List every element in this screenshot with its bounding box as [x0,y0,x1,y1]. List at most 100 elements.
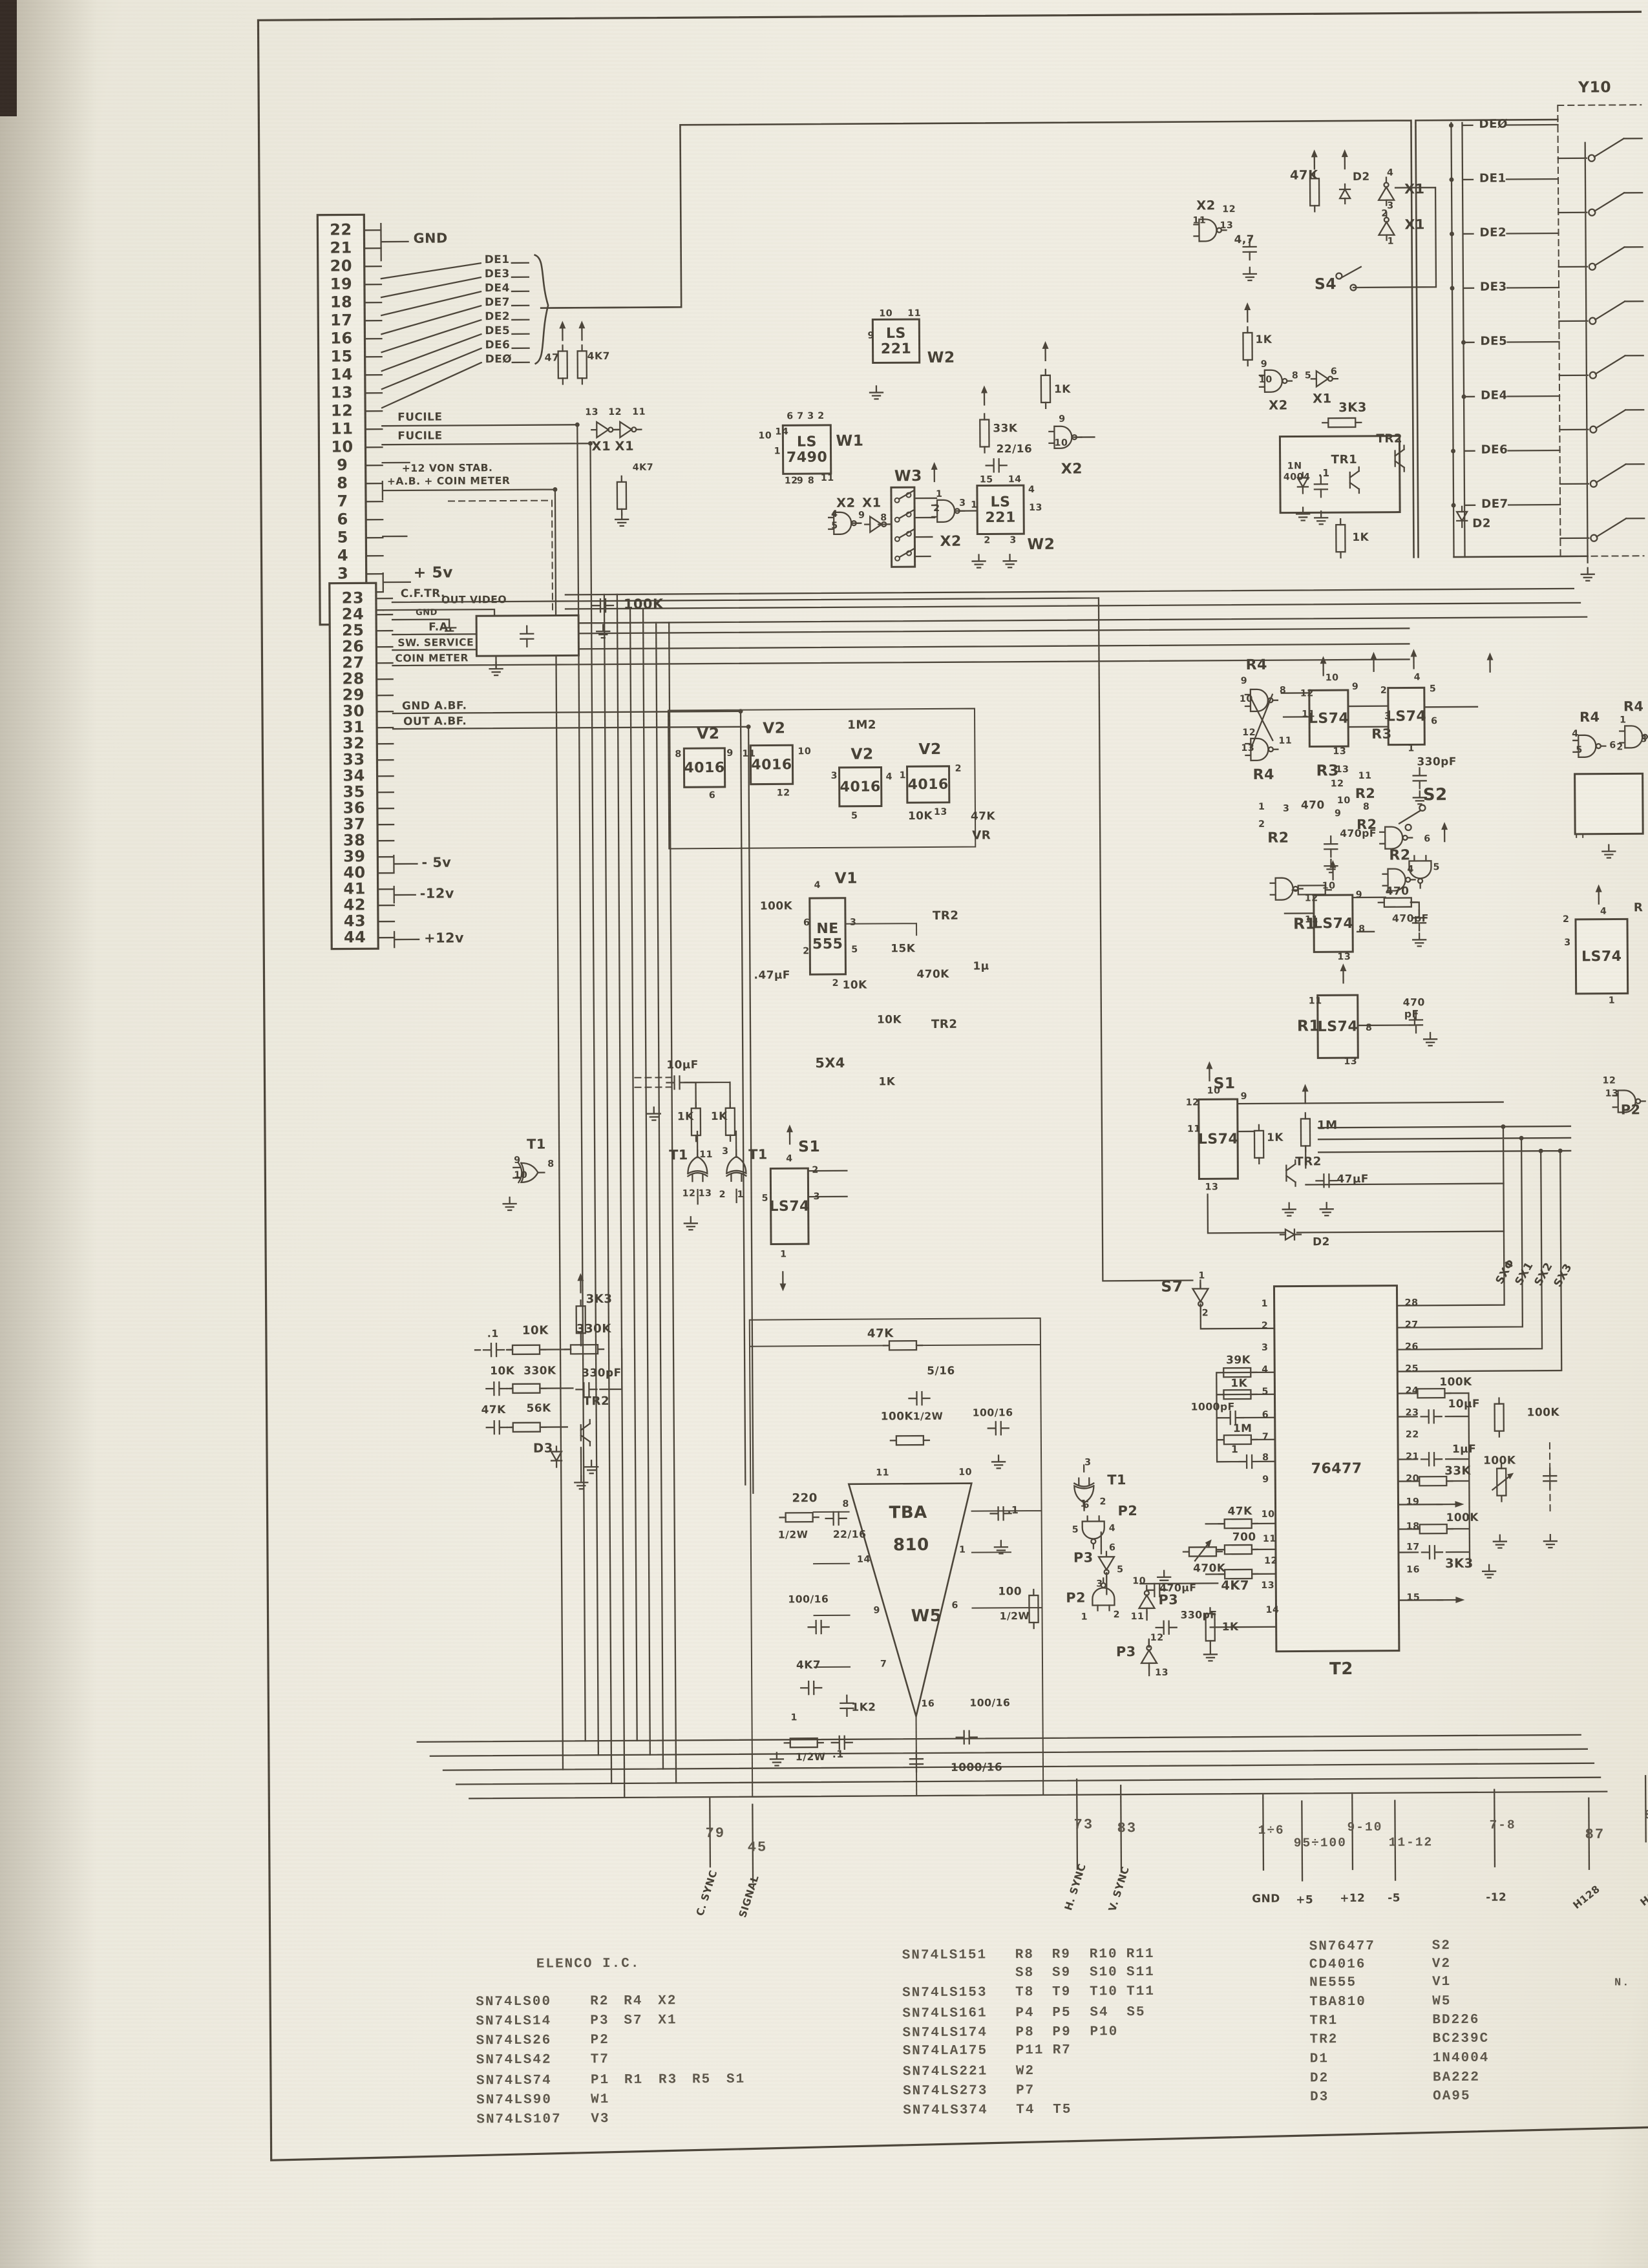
xor-symbol [1073,1477,1095,1510]
arrow-head [1244,302,1251,311]
annotation-label: DE5 [1480,335,1507,348]
annotation-label: TR2 [1295,1155,1322,1168]
part-number: TR2 [1310,2032,1338,2047]
annotation-label: 4 [886,772,893,782]
annotation-label: 1 [774,446,781,456]
junction-dot [1501,1124,1506,1129]
part-number: SN74LS174 [902,2025,988,2041]
annotation-label: 12 [682,1188,696,1199]
xor [725,1149,747,1182]
annotation-label: 4,7 [1234,233,1254,246]
ch [575,1382,598,1397]
swy [1593,137,1643,158]
connector-j2-pin: 33 [343,750,365,768]
junction-dot [1450,231,1455,236]
annotation-label: 4 [1109,1523,1116,1533]
swy-symbol [1589,300,1644,325]
annotation-label: 12 [608,407,622,417]
annotation-label: N. [1614,1977,1630,1989]
rh-symbol [1217,1389,1258,1400]
annotation-label: W1 [836,432,863,450]
arrow-head [1370,651,1377,660]
annotation-label: T2 [1329,1659,1353,1679]
part-number: D2 [1310,2071,1329,2086]
annotation-label: 13 [1241,743,1254,753]
annotation-label: 3K3 [586,1292,612,1306]
annotation-label: 13 [1205,1182,1218,1192]
junction-dot [1449,177,1454,182]
swx [898,509,915,520]
annotation-label: 1M [1317,1118,1338,1132]
switch-pole [1589,425,1598,434]
annotation-label: GND [1252,1892,1280,1905]
annotation-label: +12 VON STAB. [402,462,493,474]
annotation-label: COIN METER [395,652,469,664]
arrow-head [1302,1084,1309,1092]
ch-symbol [1146,1582,1168,1598]
ic-4016-c-outline [838,766,883,808]
vcc-symbol [931,461,938,483]
annotation-label: 10 [1262,1509,1275,1520]
swy [1595,517,1645,538]
annotation-label: 12 [1331,779,1344,789]
annotation-label: -12v [420,885,454,901]
annotation-label: 14 [1008,474,1022,485]
annotation-label: 1 [900,770,907,781]
annotation-label: 14 [857,1555,871,1565]
rv-symbol [616,475,628,516]
ic-ls7490-w1-outline [781,424,832,475]
annotation-label: 9-10 [1347,1820,1383,1834]
part-ref: S11 [1126,1965,1155,1980]
part-number: SN74LS374 [903,2103,988,2118]
ic-ls221-w2a-text: LS [886,326,906,342]
annotation-label: 13 [1336,764,1349,775]
annotation-label: 10K [522,1324,549,1338]
switch-pole [1335,272,1343,280]
vcc-symbol [1244,302,1251,323]
gnd [991,1454,1006,1469]
switch-pole [894,536,900,542]
annotation-label: 1M2 [847,718,876,731]
resistor [1028,1594,1039,1624]
ic-ls74-r1a-outline [1313,894,1354,953]
annotation-label: 11 [1187,1124,1201,1134]
gnd [574,1475,589,1490]
ch-symbol [666,1075,688,1090]
annotation-label: R [1634,901,1643,914]
annotation-label: +12 [1340,1891,1365,1904]
ch [591,598,615,613]
part-ref: T5 [1053,2103,1072,2117]
annotation-label: .1 [1318,467,1330,479]
rh-symbol [1217,1434,1258,1445]
annotation-label: 79 [706,1825,726,1842]
annotation-label: 22/16 [996,442,1032,455]
annotation-label: 13 [1029,503,1042,513]
annotation-label: 10 [1207,1086,1221,1096]
annotation-label: 19 [1406,1496,1419,1507]
dR-symbol [1279,1228,1302,1241]
annotation-label: 11 [1358,771,1372,781]
rv-symbol [724,1101,736,1142]
ch-symbol [807,1619,830,1635]
annotation-label: DE6 [1481,443,1508,457]
junction-dot [746,724,751,730]
annotation-label: X1 [862,495,882,510]
rh-symbol [1217,1367,1258,1378]
annotation-label: 1 [959,1545,966,1555]
annotation-label: 100K [1446,1511,1479,1524]
part-number: SN74LS42 [476,2053,552,2068]
scan-edge-artifact [0,0,17,116]
invU [1377,185,1396,206]
resistor [512,1383,541,1394]
connector-j1-pin: 5 [337,528,348,546]
gnd-symbol [1319,1202,1334,1217]
annotation-label: 3 [831,771,838,781]
ch [666,1075,688,1090]
annotation-label: D2 [1353,170,1370,183]
rh-symbol [564,1343,605,1355]
sw2 [1398,809,1422,825]
annotation-label: DE2 [485,310,510,322]
junction-dot [1448,123,1453,128]
invD-symbol [1097,1551,1116,1580]
